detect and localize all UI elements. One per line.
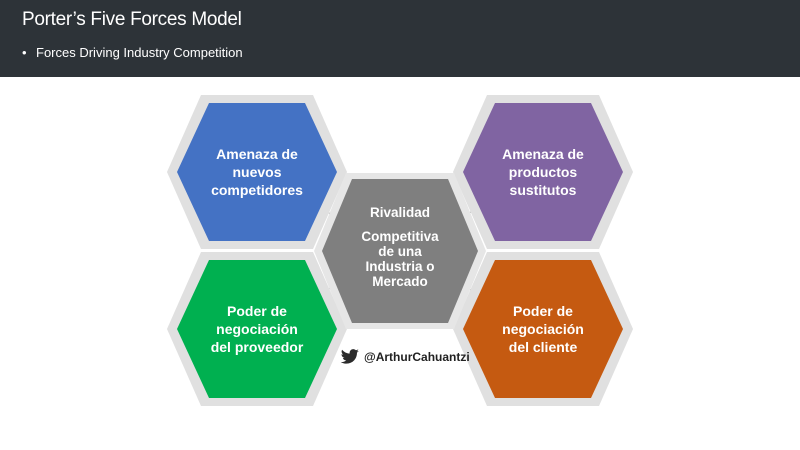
label-line: nuevos <box>232 164 282 180</box>
five-forces-diagram: Amenaza de nuevos competidores Amenaza d… <box>0 77 800 450</box>
label-line: productos <box>508 164 578 180</box>
rivalry-title: Rivalidad <box>369 205 431 220</box>
label-line: Industria o <box>365 259 435 274</box>
label-suppliers: Poder de negociación del proveedor <box>197 302 317 356</box>
label-line: del proveedor <box>210 339 304 355</box>
hex-substitutes <box>463 103 623 241</box>
slide-header: Porter’s Five Forces Model • Forces Drivi… <box>0 0 800 77</box>
hexagon-layer <box>167 95 633 406</box>
author-credit: @ArthurCahuantzi <box>340 349 470 365</box>
label-line: sustitutos <box>509 182 577 198</box>
label-line: Poder de <box>227 303 287 319</box>
label-line: Poder de <box>513 303 573 319</box>
slide-subtitle: • Forces Driving Industry Competition <box>22 45 243 60</box>
slide-title: Porter’s Five Forces Model <box>22 9 242 30</box>
label-line: de una <box>378 244 422 259</box>
spacer <box>345 220 455 229</box>
label-line: del cliente <box>508 339 578 355</box>
hex-buyers <box>463 260 623 398</box>
hex-rivalry <box>322 179 478 323</box>
label-substitutes: Amenaza de productos sustitutos <box>483 145 603 199</box>
label-line: Amenaza de <box>216 146 298 162</box>
bullet-dot: • <box>22 45 27 60</box>
label-line: Amenaza de <box>502 146 584 162</box>
label-buyers: Poder de negociación del cliente <box>483 302 603 356</box>
label-line: negociación <box>216 321 298 337</box>
twitter-bird-icon <box>340 349 359 364</box>
hex-new-entrants <box>177 103 337 241</box>
author-handle: @ArthurCahuantzi <box>364 350 470 364</box>
label-line: competidores <box>211 182 303 198</box>
label-new-entrants: Amenaza de nuevos competidores <box>197 145 317 199</box>
label-line: negociación <box>502 321 584 337</box>
label-rivalry: Rivalidad Competitiva de una Industria o… <box>345 205 455 289</box>
label-line: Competitiva <box>361 229 439 244</box>
hex-suppliers <box>177 260 337 398</box>
subtitle-text: Forces Driving Industry Competition <box>36 45 243 60</box>
label-line: Mercado <box>372 274 428 289</box>
